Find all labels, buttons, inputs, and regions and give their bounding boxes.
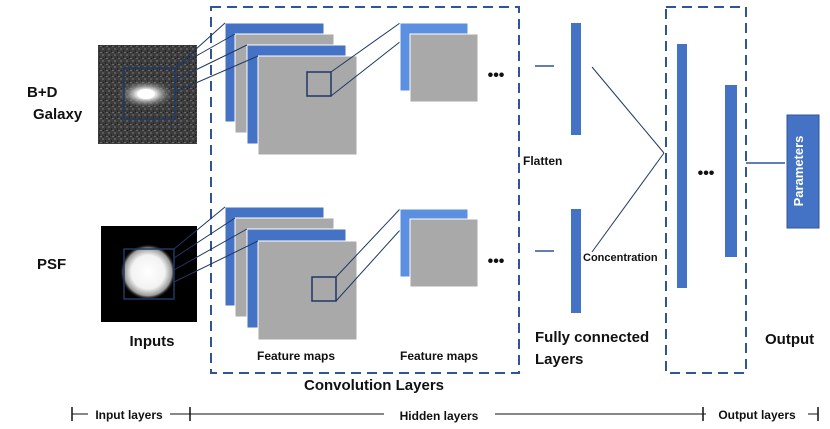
parameters-label: Parameters xyxy=(791,136,806,207)
dense-bar-2 xyxy=(725,85,737,257)
converge-line-upper xyxy=(591,66,665,154)
psf-input-image xyxy=(101,226,197,322)
lower-feature-map-stack xyxy=(224,206,358,341)
upper-second-feature-maps xyxy=(399,22,479,103)
upper-feature-map-stack xyxy=(224,22,358,156)
output-ellipsis: ••• xyxy=(698,165,715,182)
converge-line-lower xyxy=(591,152,665,253)
output-label: Output xyxy=(765,331,814,348)
feature-maps-label-2: Feature maps xyxy=(400,349,478,363)
parameters-box xyxy=(786,114,820,229)
input-layers-label: Input layers xyxy=(95,408,163,422)
galaxy-receptive-field xyxy=(123,67,176,120)
layer-timeline xyxy=(71,407,819,421)
input-to-feature-lines xyxy=(173,22,411,302)
fully-connected-label-line1: Fully connected xyxy=(535,329,649,346)
galaxy-input-image xyxy=(98,45,197,144)
lower-second-feature-maps xyxy=(399,208,479,288)
galaxy-label-line2: Galaxy xyxy=(33,106,83,123)
flatten-label: Flatten xyxy=(523,154,562,168)
output-box xyxy=(665,6,747,374)
convolution-layers-label: Convolution Layers xyxy=(304,377,444,394)
psf-receptive-field xyxy=(123,248,175,300)
convolution-layers-box xyxy=(210,6,520,374)
psf-label: PSF xyxy=(37,256,66,273)
lower-ellipsis: ••• xyxy=(488,253,505,270)
output-layers-label: Output layers xyxy=(718,408,796,422)
flatten-bar-lower xyxy=(571,209,581,313)
flatten-bar-upper xyxy=(571,23,581,135)
feature-maps-label-1: Feature maps xyxy=(257,349,335,363)
galaxy-label-line1: B+D xyxy=(27,84,58,101)
dense-bar-1 xyxy=(677,44,687,288)
inputs-label: Inputs xyxy=(130,333,175,350)
concentration-label: Concentration xyxy=(583,252,658,264)
upper-ellipsis: ••• xyxy=(488,67,505,84)
fully-connected-label-line2: Layers xyxy=(535,351,583,368)
hidden-layers-label: Hidden layers xyxy=(400,409,479,423)
